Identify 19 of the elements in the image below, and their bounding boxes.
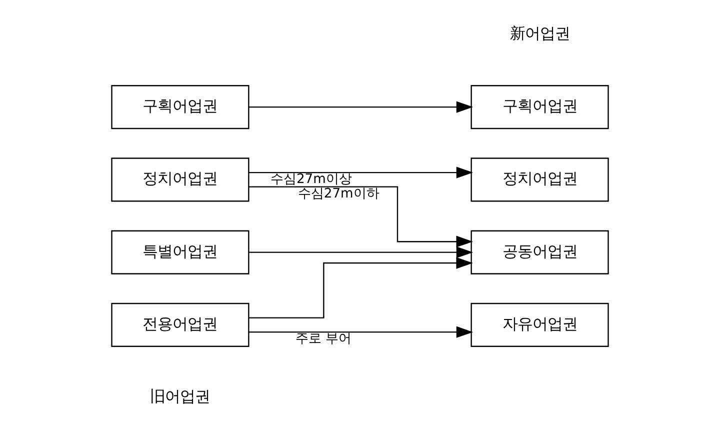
- node-box: 전용어업권: [111, 302, 250, 347]
- arrow: [248, 326, 474, 338]
- edge-label: 수심27m이하: [298, 186, 380, 202]
- node-box: 특별어업권: [111, 230, 250, 274]
- node-box: 구획어업권: [111, 85, 250, 130]
- node-box: 자유어업권: [470, 302, 609, 347]
- arrow: [248, 101, 474, 113]
- label: 旧어업권: [150, 388, 210, 406]
- arrow: [249, 257, 473, 318]
- arrow: [248, 186, 473, 248]
- label: 新어업권: [510, 24, 570, 42]
- edge-label: 주로 부어: [296, 332, 352, 347]
- node-box: 정치어업권: [470, 158, 609, 202]
- arrow: [248, 246, 474, 258]
- node-box: 정치어업권: [111, 158, 250, 202]
- arrow: [248, 166, 474, 178]
- edge-label: 수심27m이상: [270, 172, 352, 188]
- node-box: 공동어업권: [470, 230, 609, 274]
- node-box: 구획어업권: [470, 85, 609, 130]
